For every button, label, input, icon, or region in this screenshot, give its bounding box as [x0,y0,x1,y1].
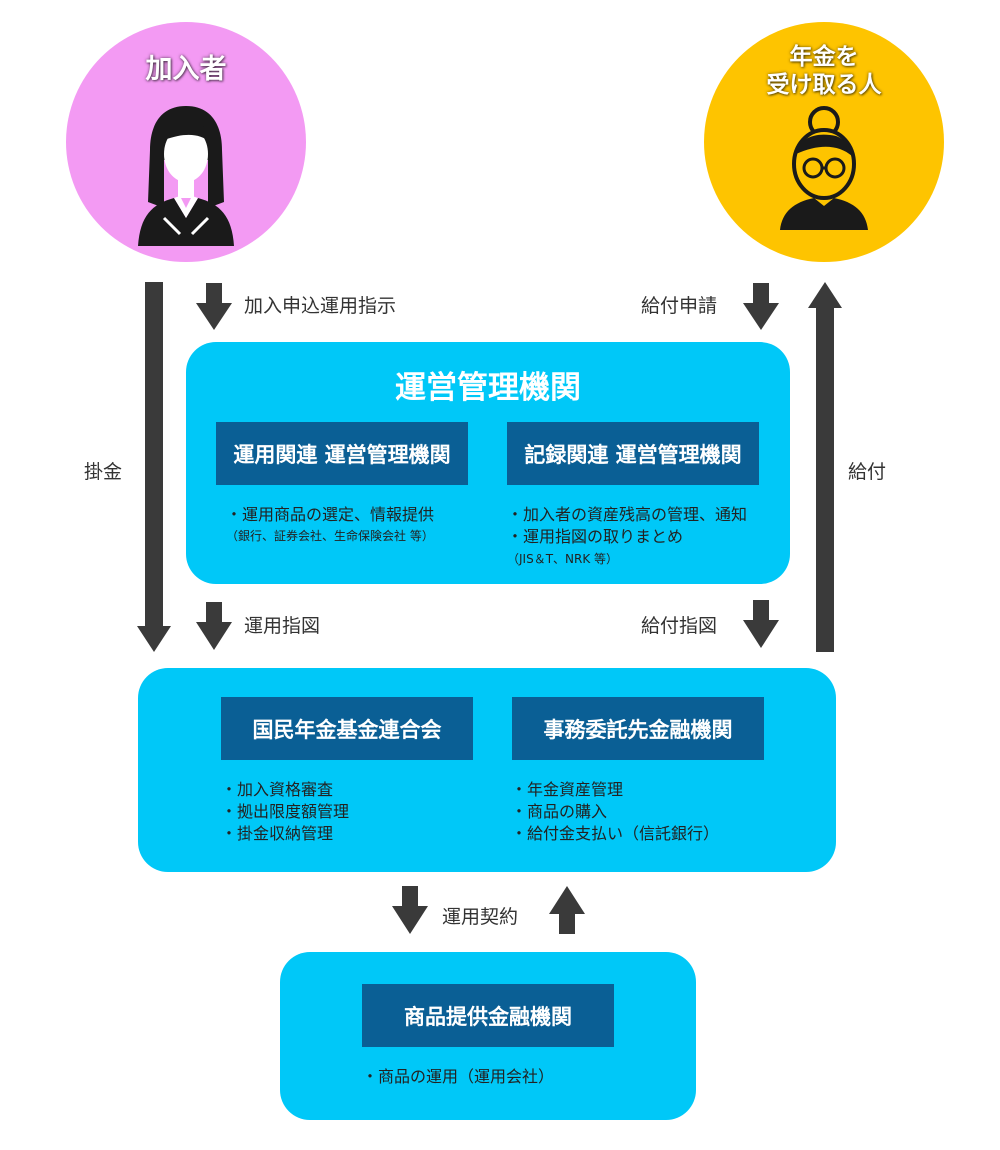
benefit-request-label: 給付申請 [641,295,718,317]
trust-institution-tag: 事務委託先金融機関 [512,697,764,760]
recipient-label-line2: 受け取る人 [766,72,882,98]
application-label: 加入申込運用指示 [244,295,397,317]
middle-panel: 国民年金基金連合会 事務委託先金融機関 ・加入資格審査 ・拠出限度額管理 ・掛金… [138,668,836,872]
ops-admin-tag: 運用関連 運営管理機関 [216,422,468,485]
elderly-woman-glasses-icon [780,106,868,230]
woman-avatar-icon [138,106,234,246]
federation-note-3: ・掛金収納管理 [221,824,334,843]
member-circle: 加入者 [66,22,306,262]
admin-title: 運営管理機関 [395,370,581,406]
contract-down-arrow [392,886,428,934]
trust-note-2: ・商品の購入 [511,802,608,821]
trust-note-1: ・年金資産管理 [511,780,624,799]
recipient-circle: 年金を 受け取る人 [704,22,944,262]
application-arrow [196,283,232,330]
member-label: 加入者 [145,54,227,85]
record-admin-note-1: ・加入者の資産残高の管理、通知 [507,505,748,524]
benefit-instruction-label: 給付指図 [641,615,718,637]
benefit-arrow [808,282,842,652]
operation-instruction-label: 運用指図 [244,615,321,637]
recipient-label-line1: 年金を [789,44,859,70]
benefit-label: 給付 [848,461,887,483]
federation-tag: 国民年金基金連合会 [221,697,473,760]
record-admin-tag: 記録関連 運営管理機関 [507,422,759,485]
product-institution-tag: 商品提供金融機関 [362,984,614,1047]
admin-panel: 運営管理機関 運用関連 運営管理機関 記録関連 運営管理機関 ・運用商品の選定、… [186,342,790,584]
product-note: ・商品の運用（運用会社） [362,1067,555,1086]
contract-up-arrow [549,886,585,934]
contribution-label: 掛金 [84,461,123,483]
benefit-instruction-arrow [743,600,779,648]
ops-admin-note-2: （銀行、証券会社、生命保険会社 等） [226,529,434,543]
record-admin-note-3: （JIS＆T、NRK 等） [507,552,619,566]
ops-admin-note-1: ・運用商品の選定、情報提供 [226,505,435,524]
contribution-arrow [137,282,171,652]
product-panel: 商品提供金融機関 ・商品の運用（運用会社） [280,952,696,1120]
record-admin-note-2: ・運用指図の取りまとめ [507,527,684,546]
federation-note-1: ・加入資格審査 [221,780,334,799]
trust-note-3: ・給付金支払い（信託銀行） [511,824,720,843]
operation-contract-label: 運用契約 [442,906,519,928]
federation-note-2: ・拠出限度額管理 [221,802,350,821]
benefit-request-arrow [743,283,779,330]
operation-instruction-arrow [196,602,232,650]
